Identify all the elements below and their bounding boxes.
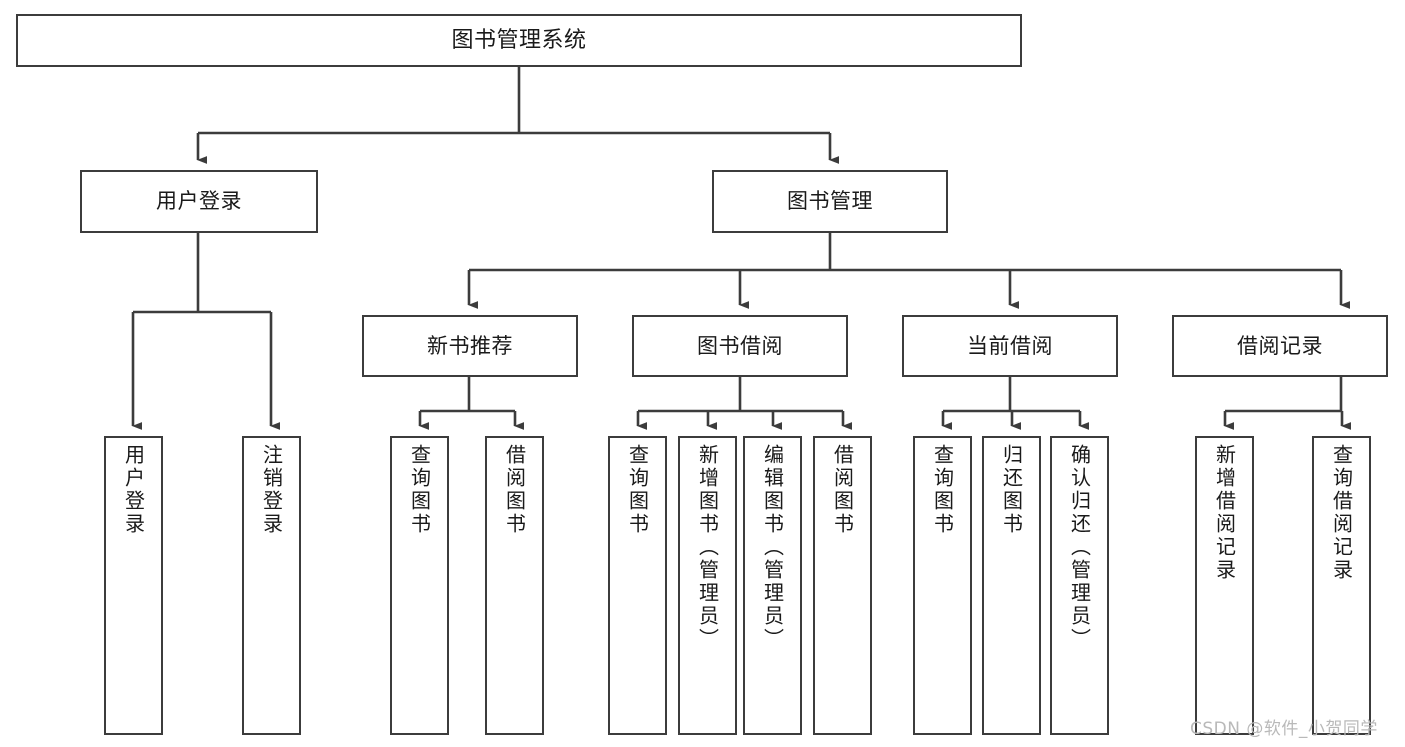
node-label: 查询借阅记录	[1329, 444, 1354, 582]
node-label: 用户登录	[156, 189, 242, 214]
node-label: 归还图书	[999, 444, 1024, 536]
node-label: 编辑图书（管理员）	[760, 444, 785, 651]
node-leaf-logout-login[interactable]: 注销登录	[242, 436, 301, 735]
node-leaf-query-book-1[interactable]: 查询图书	[390, 436, 449, 735]
node-borrow-record[interactable]: 借阅记录	[1172, 315, 1388, 377]
node-label: 新增借阅记录	[1212, 444, 1237, 582]
node-leaf-borrow-book-1[interactable]: 借阅图书	[485, 436, 544, 735]
node-leaf-add-book[interactable]: 新增图书（管理员）	[678, 436, 737, 735]
node-leaf-confirm-return[interactable]: 确认归还（管理员）	[1050, 436, 1109, 735]
node-label: 借阅记录	[1237, 333, 1323, 358]
node-label: 借阅图书	[830, 444, 855, 536]
node-label: 查询图书	[625, 444, 650, 536]
node-label: 查询图书	[407, 444, 432, 536]
node-label: 新增图书（管理员）	[695, 444, 720, 651]
node-label: 确认归还（管理员）	[1067, 444, 1092, 651]
node-label: 当前借阅	[967, 333, 1053, 358]
node-label: 图书管理系统	[451, 27, 587, 53]
node-new-book-recommend[interactable]: 新书推荐	[362, 315, 578, 377]
node-label: 图书借阅	[697, 333, 783, 358]
node-label: 借阅图书	[502, 444, 527, 536]
node-label: 注销登录	[259, 444, 284, 536]
node-leaf-user-login[interactable]: 用户登录	[104, 436, 163, 735]
node-leaf-return-book[interactable]: 归还图书	[982, 436, 1041, 735]
node-label: 用户登录	[121, 444, 146, 536]
node-user-login[interactable]: 用户登录	[80, 170, 318, 233]
node-label: 查询图书	[930, 444, 955, 536]
node-current-borrow[interactable]: 当前借阅	[902, 315, 1118, 377]
node-label: 新书推荐	[427, 333, 513, 358]
node-label: 图书管理	[787, 189, 873, 214]
node-leaf-query-book-3[interactable]: 查询图书	[913, 436, 972, 735]
node-leaf-add-record[interactable]: 新增借阅记录	[1195, 436, 1254, 735]
node-book-management[interactable]: 图书管理	[712, 170, 948, 233]
node-leaf-edit-book[interactable]: 编辑图书（管理员）	[743, 436, 802, 735]
node-root-book-management-system[interactable]: 图书管理系统	[16, 14, 1022, 67]
node-leaf-query-record[interactable]: 查询借阅记录	[1312, 436, 1371, 735]
node-leaf-query-book-2[interactable]: 查询图书	[608, 436, 667, 735]
node-leaf-borrow-book-2[interactable]: 借阅图书	[813, 436, 872, 735]
node-book-borrow[interactable]: 图书借阅	[632, 315, 848, 377]
